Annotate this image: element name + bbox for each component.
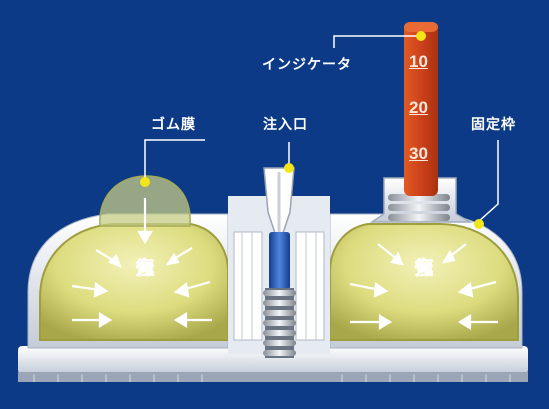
indicator-spring	[388, 194, 450, 221]
restoring-force-char: 元	[135, 257, 155, 279]
force-arrows-left	[71, 198, 212, 328]
restoring-force-char: 力	[414, 257, 434, 279]
restoring-force-char: 元	[414, 257, 434, 279]
restoring-force-char: 復	[414, 257, 434, 279]
label-inlet: 注入口	[263, 117, 308, 133]
base-ribs	[33, 374, 511, 382]
callout-lines	[144, 35, 499, 223]
label-indicator: インジケータ	[262, 57, 352, 73]
indicator-rod	[404, 22, 438, 196]
label-fixed-frame: 固定枠	[471, 117, 516, 133]
label-rubber-membrane: ゴム膜	[151, 117, 196, 133]
force-arrows-right	[349, 243, 498, 330]
callout-dots	[140, 31, 484, 229]
indicator-tick-20: 20	[409, 98, 428, 117]
indicator-tick-10: 10	[409, 52, 428, 71]
restoring-force-char: 復	[135, 257, 155, 279]
right-balloon	[329, 223, 519, 341]
restoring-force-char: 力	[135, 257, 155, 279]
inlet-spring	[263, 288, 296, 358]
indicator-tick-30: 30	[409, 144, 428, 163]
left-balloon	[39, 223, 229, 341]
inlet-rod	[269, 232, 290, 290]
base-plate	[18, 346, 528, 374]
